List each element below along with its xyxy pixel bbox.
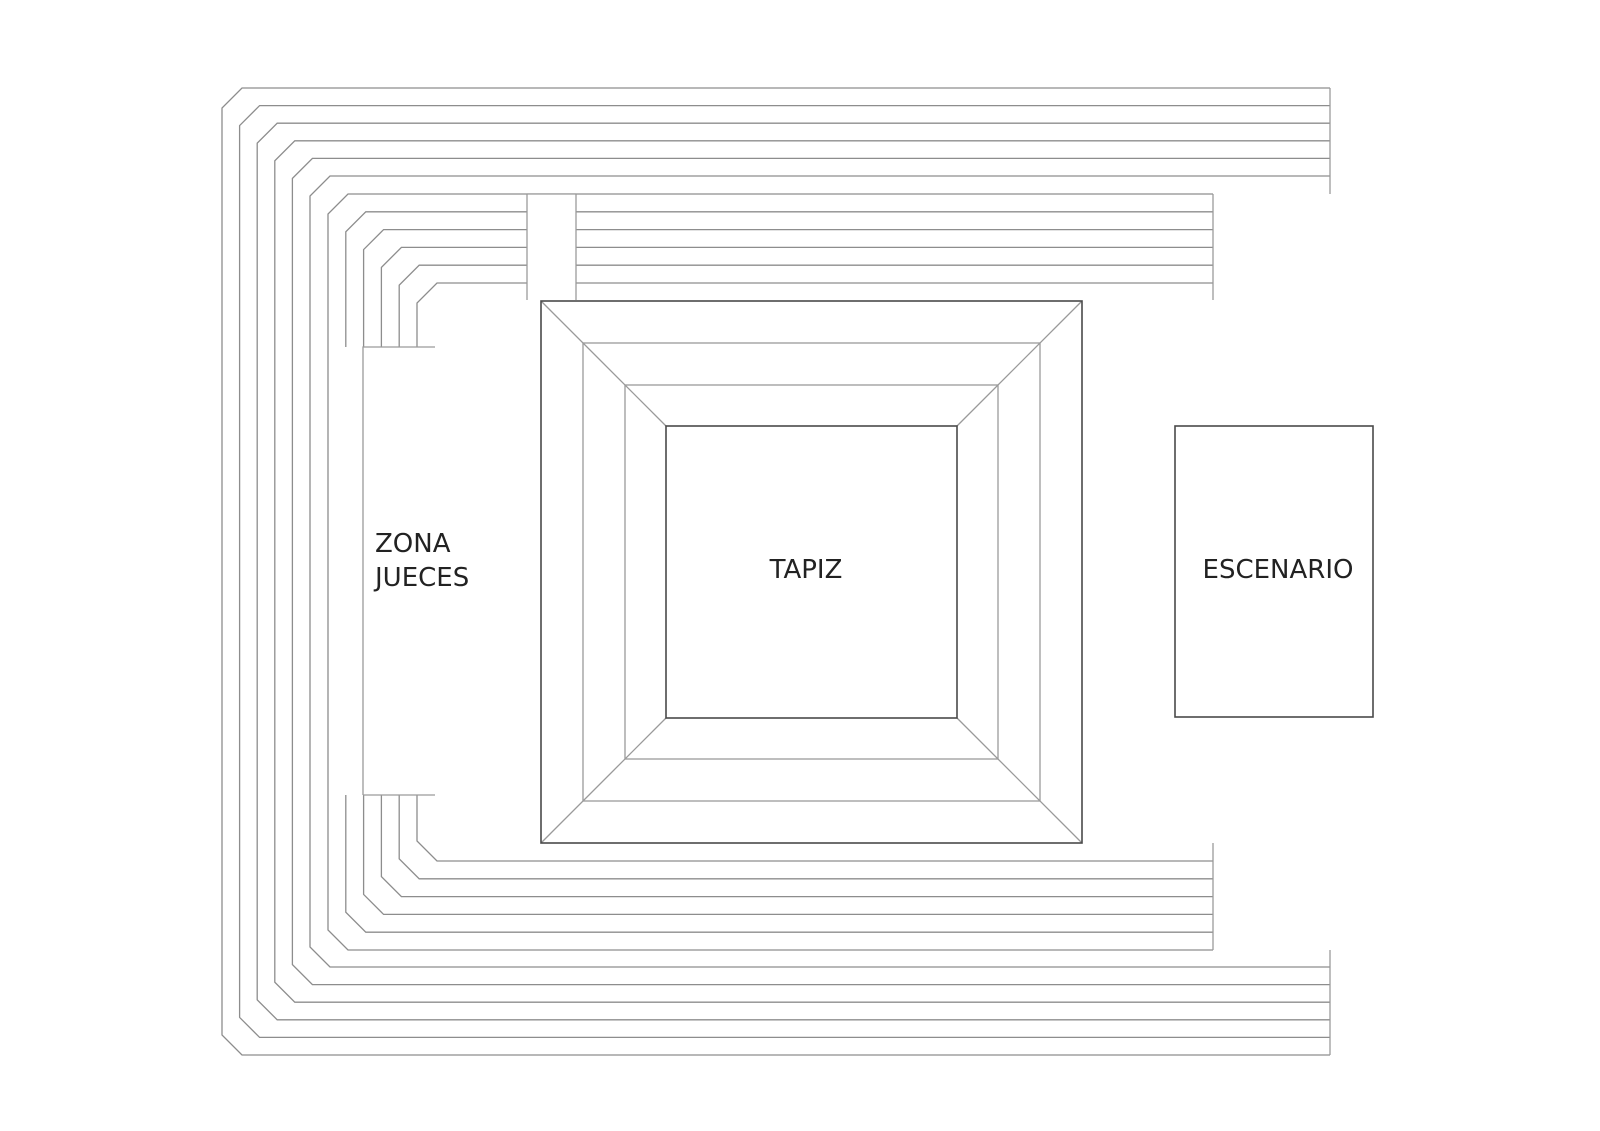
inner-tier-row-bottom [416, 795, 1213, 862]
inner-tier-row-bottom [380, 795, 1213, 898]
mat-diagonal-br [956, 717, 1083, 844]
mat-outer-border [540, 300, 1083, 844]
outer-tier-row [291, 157, 1330, 986]
mat-diagonal-bl [540, 717, 667, 844]
outer-tier-row [221, 87, 1330, 1056]
outer-tier-row [238, 104, 1330, 1039]
aisle-gap [527, 194, 576, 300]
stage-area: ESCENARIO [1174, 425, 1374, 718]
mat-frame-middle [582, 342, 1041, 802]
mat-label: TAPIZ [769, 555, 843, 585]
outer-tier-row [309, 175, 1330, 968]
inner-tier-row-bottom [345, 795, 1213, 933]
inner-tier-row-bottom [398, 795, 1213, 880]
inner-tier-row-top [398, 264, 1213, 347]
inner-tier-row-bottom [362, 795, 1213, 916]
inner-tier-row-top [416, 282, 1213, 347]
outer-seating-tiers [221, 87, 1330, 1056]
inner-tier-row-top [345, 211, 1213, 347]
outer-tier-row [256, 122, 1330, 1021]
inner-tier-row-top [362, 228, 1213, 347]
mat-competition-area [665, 425, 958, 719]
judges-zone-label-line2: JUECES [373, 563, 469, 593]
inner-tier-row [327, 193, 1213, 951]
stage-label: ESCENARIO [1203, 555, 1354, 585]
mat-diagonal-tr [956, 300, 1083, 427]
mat: TAPIZ [540, 300, 1083, 844]
stage-border [1174, 425, 1374, 718]
judges-zone-label-line1: ZONA [375, 529, 451, 559]
outer-tier-row [274, 140, 1330, 1003]
mat-frame-inner [624, 384, 999, 760]
inner-tier-row-top [380, 246, 1213, 347]
inner-seating-tiers [327, 193, 1213, 951]
judges-zone: ZONA JUECES [362, 346, 541, 796]
mat-diagonal-tl [540, 300, 667, 427]
